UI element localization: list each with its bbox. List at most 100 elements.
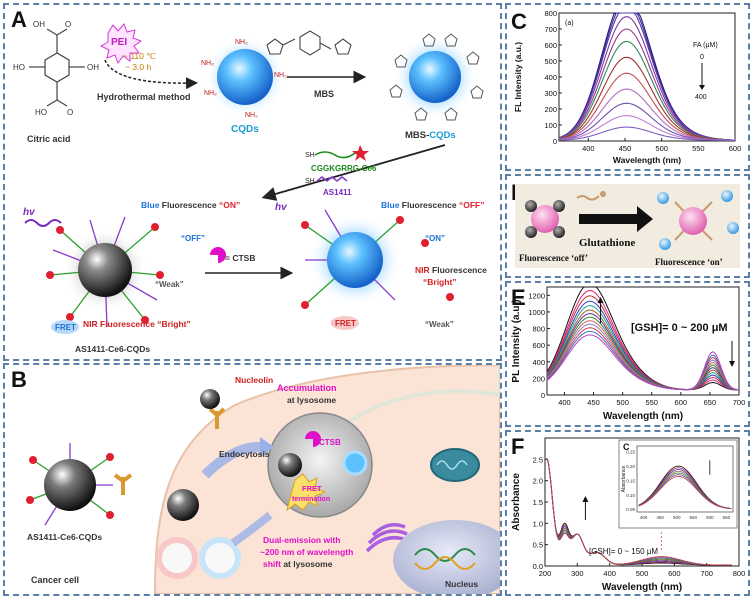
x-tick-label: 600: [729, 144, 742, 153]
inset-x-tick-label: 650: [723, 515, 731, 520]
dual-emission-particle-2: [199, 537, 241, 579]
y-tick-label: 400: [532, 358, 545, 367]
y-tick-label: 0: [541, 391, 545, 400]
inset-x-tick-label: 500: [673, 515, 681, 520]
inset-x-tick-label: 450: [656, 515, 664, 520]
dual-emission-line1: Dual-emission with: [263, 535, 340, 545]
panel-e-label: E: [511, 285, 526, 310]
panel-a-label: A: [11, 7, 27, 32]
nh2-label-5: NH₂: [245, 112, 258, 119]
decrease-arrow-head: [729, 361, 736, 367]
inset-plot-frame: [636, 445, 734, 513]
series-line: [546, 286, 740, 391]
activated-probe-particle: [301, 209, 454, 327]
peptide-label: CGGKGRRG-Ce6: [311, 164, 377, 173]
panel-b-label: B: [11, 367, 27, 392]
citric-acid-structure: [29, 28, 85, 107]
series-line: [546, 300, 740, 391]
y-tick-label: 600: [532, 341, 545, 350]
inset-y-tick-label: 0.20: [626, 464, 635, 469]
mbs-cqd-particle: [389, 33, 484, 121]
nh2-label-1: NH₂: [235, 39, 248, 46]
blue-fl-off-label: Blue Fluorescence “OFF”: [381, 200, 484, 210]
y-tick-label: 2.0: [533, 477, 543, 486]
inset-frame: [618, 439, 738, 529]
pei-label: PEI: [111, 37, 127, 48]
temperature-label: ~ 110 ℃: [123, 51, 156, 61]
at-lysosome-label: at lysosome: [287, 395, 336, 405]
legend-bottom-value: 400: [695, 94, 707, 101]
nucleolin-label: Nucleolin: [235, 375, 273, 385]
fluorescence-on-label: Fluorescence ‘on’: [655, 257, 723, 267]
x-tick-label: 500: [636, 569, 649, 578]
fret-termination-line2: termination: [292, 496, 330, 503]
nucleus-label: Nucleus: [445, 579, 478, 589]
series-line: [546, 327, 740, 391]
ctsb-legend-label: = CTSB: [225, 253, 255, 263]
y-tick-label: 300: [544, 89, 557, 98]
mbs-label: MBS: [314, 89, 334, 99]
y-tick-label: 1000: [528, 308, 545, 317]
series-line: [546, 289, 740, 391]
x-tick-label: 700: [700, 569, 713, 578]
y-tick-label: 800: [544, 9, 557, 18]
x-tick-label: 600: [675, 398, 688, 407]
svg-text:OH: OH: [33, 20, 45, 29]
quenched-probe-particle: [46, 216, 164, 328]
inset-y-tick-label: 0.15: [626, 478, 635, 483]
panel-a-diagram: OH O OH HO HO O Citric acid PEI ~ 110 ℃ …: [13, 20, 487, 354]
svg-text:HO: HO: [35, 108, 47, 117]
inset-x-tick-label: 550: [690, 515, 698, 520]
inset-series-line: [638, 475, 732, 510]
plot-frame: [546, 286, 740, 396]
glutathione-arrow: [579, 206, 653, 232]
free-probe-particle: [26, 443, 114, 526]
y-tick-label: 1200: [528, 291, 545, 300]
series-line: [546, 295, 739, 391]
ctsb-label-b: CTSB: [319, 438, 341, 447]
fret-termination-line1: FRET: [302, 484, 322, 493]
ctsb-icon: [210, 247, 226, 263]
gsh-annotation: [GSH]= 0 ~ 200 μM: [631, 322, 728, 334]
x-tick-label: 500: [655, 144, 668, 153]
y-tick-label: 1.0: [533, 519, 543, 528]
conjugation-arrow: [261, 144, 446, 201]
x-tick-label: 400: [582, 144, 595, 153]
nh2-label-2: NH₂: [201, 60, 214, 67]
pei-badge: PEI: [99, 23, 143, 65]
y-axis-label: Absorbance: [511, 473, 522, 531]
y-tick-label: 0: [553, 137, 557, 146]
inset-y-axis-label: Absorbance: [621, 465, 627, 492]
hydrothermal-arrow: [104, 59, 198, 90]
mitochondrion: [430, 448, 480, 482]
series-line: [546, 320, 740, 391]
y-tick-label: 100: [544, 121, 557, 130]
y-tick-label: 700: [544, 25, 557, 34]
svg-text:O: O: [65, 20, 71, 29]
hv-label-left: hv: [23, 207, 36, 218]
y-tick-label: 800: [532, 325, 545, 334]
x-axis-label: Wavelength (nm): [602, 582, 682, 593]
x-tick-label: 500: [616, 398, 629, 407]
x-tick-label: 450: [619, 144, 632, 153]
x-tick-label: 400: [558, 398, 571, 407]
x-tick-label: 450: [587, 398, 600, 407]
nir-label-right: NIR Fluorescence: [415, 265, 487, 275]
hydrothermal-method-label: Hydrothermal method: [97, 92, 191, 102]
weak-label-right: “Weak”: [425, 320, 454, 329]
y-tick-label: 200: [532, 374, 545, 383]
x-tick-label: 700: [733, 398, 746, 407]
x-tick-label: 550: [692, 144, 705, 153]
y-tick-label: 0.0: [533, 562, 543, 571]
panel-d-diagram: Glutathione Fluorescence ‘off’ Fluoresce…: [515, 184, 740, 268]
y-tick-label: 2.5: [533, 455, 543, 464]
panel-a: A: [3, 3, 502, 361]
mbs-structure: [266, 30, 352, 56]
nh2-label-3: NH₂: [274, 72, 287, 79]
y-tick-label: 600: [544, 41, 557, 50]
fret-label-left: FRET: [55, 323, 76, 332]
fluorescence-off-label: Fluorescence ‘off’: [519, 253, 588, 263]
